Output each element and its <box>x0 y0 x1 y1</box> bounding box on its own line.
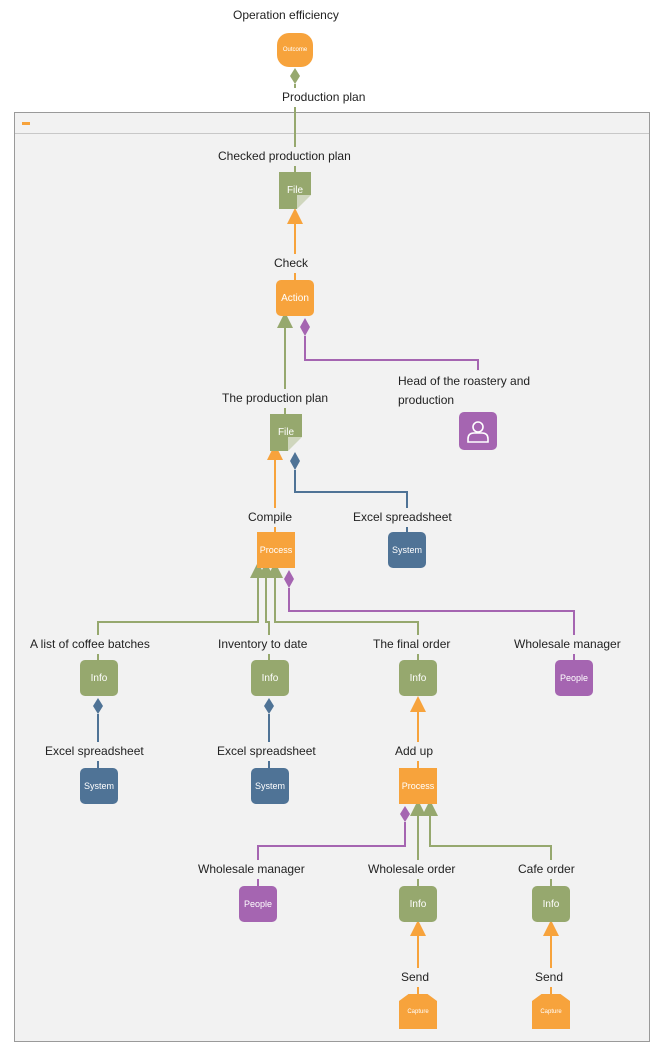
production-plan-label: Production plan <box>278 88 370 107</box>
checked-plan-file-node[interactable]: File <box>279 172 311 209</box>
wholesale-order-label: Wholesale order <box>364 860 460 879</box>
outcome-node[interactable]: Outcome <box>277 33 313 67</box>
send-left-label: Send <box>397 968 434 987</box>
manager-bottom-people-node[interactable]: People <box>239 886 277 922</box>
diamond-excel-left <box>93 698 103 714</box>
head-people-node[interactable] <box>459 412 497 450</box>
diamond-manager-top <box>284 570 294 588</box>
final-order-label: The final order <box>369 635 455 654</box>
excel-top-system-node[interactable]: System <box>388 532 426 568</box>
add-up-process-node[interactable]: Process <box>399 768 437 804</box>
send-right-label: Send <box>531 968 568 987</box>
compile-label: Compile <box>244 508 297 527</box>
collapse-minus-icon[interactable] <box>22 122 30 125</box>
manager-top-label: Wholesale manager <box>510 635 625 654</box>
final-order-info-node[interactable]: Info <box>399 660 437 696</box>
production-plan-file-node[interactable]: File <box>270 414 302 451</box>
excel-top-label: Excel spreadsheet <box>349 508 456 527</box>
batches-label: A list of coffee batches <box>26 635 154 654</box>
excel-mid-label: Excel spreadsheet <box>213 742 320 761</box>
diamond-head <box>300 318 310 336</box>
cafe-order-label: Cafe order <box>514 860 579 879</box>
diamond-excel-top <box>290 452 300 470</box>
manager-bottom-label: Wholesale manager <box>194 860 309 879</box>
group-header <box>15 113 649 134</box>
excel-left-label: Excel spreadsheet <box>41 742 148 761</box>
send-right-capture-node[interactable]: Capture <box>532 994 570 1029</box>
inventory-label: Inventory to date <box>214 635 312 654</box>
cafe-order-info-node[interactable]: Info <box>532 886 570 922</box>
diamond-outcome <box>290 68 300 84</box>
person-icon <box>467 421 489 443</box>
head-label: Head of the roastery and production <box>394 370 562 412</box>
diamond-manager-bottom <box>400 806 410 822</box>
add-up-label: Add up <box>391 742 438 761</box>
check-label: Check <box>270 254 313 273</box>
send-left-capture-node[interactable]: Capture <box>399 994 437 1029</box>
wholesale-order-info-node[interactable]: Info <box>399 886 437 922</box>
manager-top-people-node[interactable]: People <box>555 660 593 696</box>
excel-mid-system-node[interactable]: System <box>251 768 289 804</box>
inventory-info-node[interactable]: Info <box>251 660 289 696</box>
check-action-node[interactable]: Action <box>276 280 314 316</box>
excel-left-system-node[interactable]: System <box>80 768 118 804</box>
checked-plan-label: Checked production plan <box>214 147 355 166</box>
outcome-title: Operation efficiency <box>229 6 343 25</box>
diamond-excel-mid <box>264 698 274 714</box>
batches-info-node[interactable]: Info <box>80 660 118 696</box>
compile-process-node[interactable]: Process <box>257 532 295 568</box>
production-plan-node-label: The production plan <box>218 389 333 408</box>
